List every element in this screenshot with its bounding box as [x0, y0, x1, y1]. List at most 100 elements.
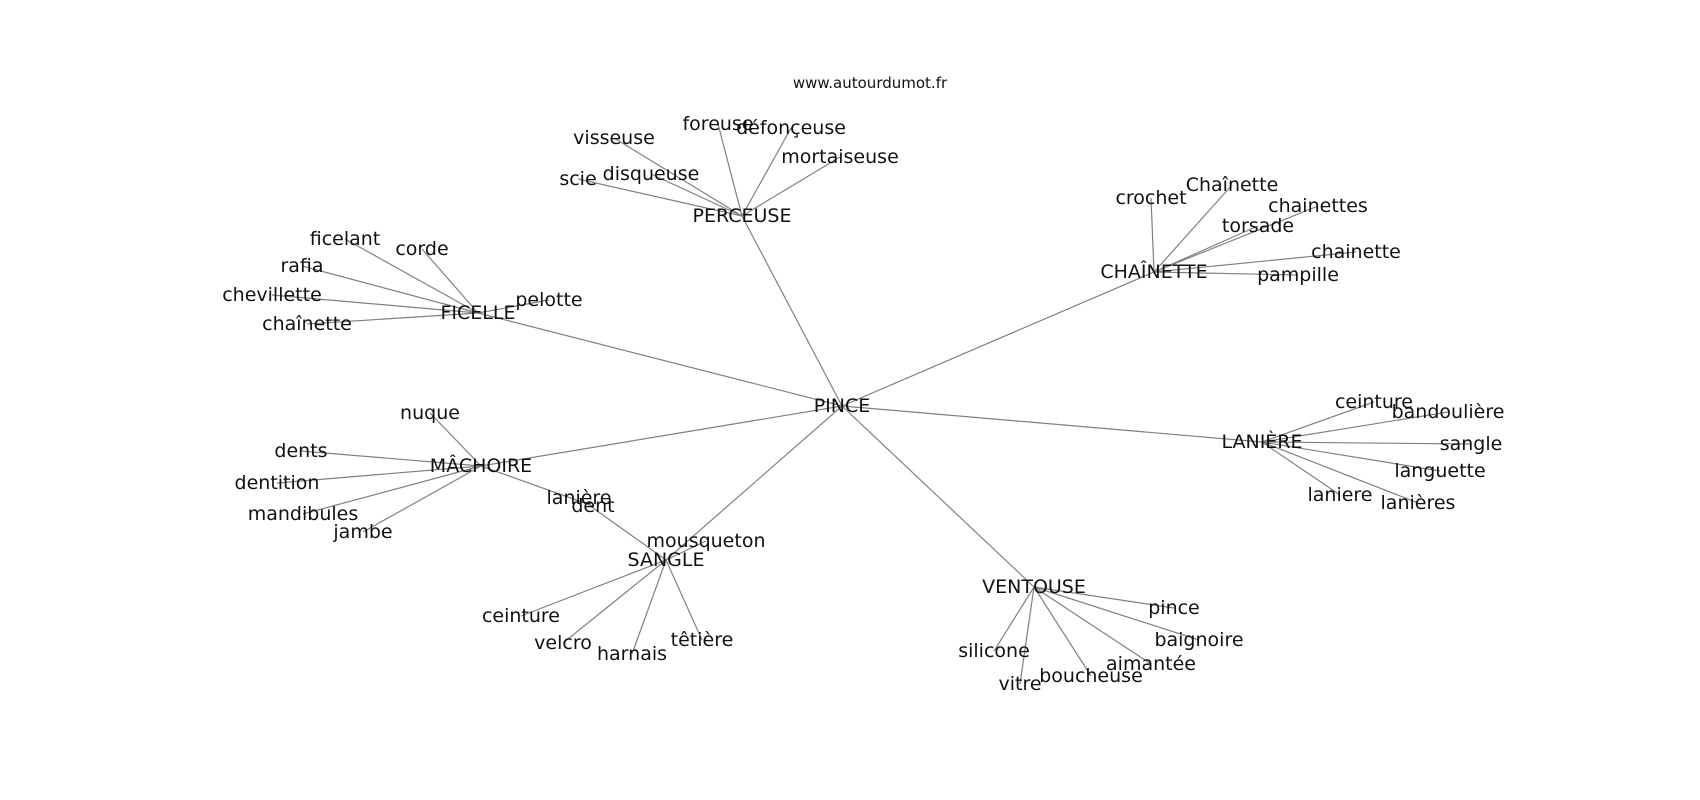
edge-chainette-word [1153, 271, 1299, 276]
graph-labels: www.autourdumot.fr PINCEPERCEUSEvisseuse… [222, 74, 1504, 695]
word-node-label: ceinture [482, 605, 560, 627]
word-node-label: visseuse [573, 127, 655, 149]
edge-machoire-word [300, 450, 482, 467]
hub-node-sangle: SANGLE [628, 549, 705, 571]
edge-perceuse-word [717, 123, 743, 217]
word-node-label: pelotte [515, 289, 582, 311]
edge-center-machoire [480, 405, 843, 467]
edge-machoire-word [480, 465, 594, 507]
edge-laniere-word [1261, 401, 1375, 443]
word-node-label: jambe [332, 521, 392, 543]
edge-machoire-word [429, 412, 482, 467]
edge-ficelle-word [477, 299, 550, 314]
edge-ventouse-word [1033, 586, 1200, 641]
word-node-label: têtière [671, 629, 734, 651]
word-node-label: chevillette [222, 284, 322, 306]
word-node-label: lanières [1381, 492, 1456, 514]
word-node-label: ficelant [310, 228, 381, 250]
edge-sangle-word [631, 559, 667, 655]
edge-ficelle-word [306, 312, 479, 325]
word-node-label: torsade [1222, 215, 1294, 237]
word-node-label: corde [395, 238, 448, 260]
word-node-label: aimantée [1106, 653, 1196, 675]
word-node-label: chainettes [1268, 195, 1368, 217]
word-node-label: dent [571, 495, 614, 517]
word-node-label: chainette [1311, 241, 1401, 263]
center-node-label: PINCE [814, 395, 871, 417]
edge-center-chainette [841, 271, 1155, 407]
site-url: www.autourdumot.fr [793, 74, 948, 92]
word-node-label: scie [559, 168, 596, 190]
edge-center-sangle [665, 405, 843, 561]
hub-node-ventouse: VENTOUSE [982, 576, 1086, 598]
edge-chainette-word [1150, 197, 1155, 273]
hub-node-ficelle: FICELLE [441, 302, 516, 324]
edge-laniere-word [1261, 441, 1472, 445]
edge-ventouse-word [1019, 586, 1035, 685]
edge-ventouse-word [1033, 586, 1175, 609]
edge-center-perceuse [741, 215, 843, 407]
word-node-label: chaînette [262, 313, 352, 335]
edge-perceuse-word [650, 173, 743, 217]
word-node-label: crochet [1115, 187, 1186, 209]
word-node-label: pince [1148, 597, 1200, 619]
word-node-label: lanière [546, 487, 611, 509]
word-node-label: laniere [1307, 484, 1372, 506]
edge-laniere-word [1261, 441, 1419, 504]
hub-node-chainette: CHAÎNETTE [1100, 260, 1207, 283]
edge-ficelle-word [344, 238, 479, 314]
word-node-label: défonçeuse [736, 117, 846, 139]
word-node-label: silicone [958, 640, 1030, 662]
hub-node-laniere: LANIÈRE [1221, 430, 1302, 453]
edge-sangle-word [578, 497, 667, 561]
word-node-label: mousqueton [647, 530, 766, 552]
edge-ficelle-word [421, 248, 479, 314]
edge-ficelle-word [301, 265, 479, 314]
word-node-label: boucheuse [1039, 665, 1143, 687]
edge-ventouse-word [993, 586, 1035, 652]
edge-ficelle-word [271, 294, 479, 314]
word-node-label: rafia [280, 255, 323, 277]
edge-ventouse-word [1033, 586, 1152, 665]
word-node-label: ceinture [1335, 391, 1413, 413]
edge-chainette-word [1153, 251, 1357, 273]
hub-node-machoire: MÂCHOIRE [430, 454, 532, 477]
edge-sangle-word [665, 559, 703, 641]
edge-machoire-word [276, 465, 482, 484]
edge-sangle-word [520, 559, 667, 617]
edge-ventouse-word [1033, 586, 1092, 677]
word-node-label: bandoulière [1392, 401, 1505, 423]
edge-chainette-word [1153, 184, 1233, 273]
edge-perceuse-word [741, 156, 841, 217]
edge-laniere-word [1261, 411, 1449, 443]
word-node-label: mandibules [248, 503, 359, 525]
word-node-label: foreuse [682, 113, 753, 135]
edge-laniere-word [1261, 441, 1441, 472]
word-node-label: dentition [235, 472, 320, 494]
word-node-label: mortaiseuse [781, 146, 899, 168]
edge-perceuse-word [613, 137, 743, 217]
edge-machoire-word [302, 465, 482, 515]
word-node-label: nuque [400, 402, 460, 424]
edge-perceuse-word [577, 178, 743, 217]
graph-edges [271, 123, 1472, 685]
edge-chainette-word [1153, 205, 1319, 273]
word-node-label: dents [274, 440, 327, 462]
edge-chainette-word [1153, 225, 1259, 273]
edge-perceuse-word [741, 127, 792, 217]
word-node-label: languette [1394, 460, 1485, 482]
edge-center-laniere [841, 405, 1263, 443]
edge-laniere-word [1261, 441, 1341, 496]
edge-center-ficelle [477, 312, 843, 407]
word-node-label: sangle [1440, 433, 1503, 455]
word-node-label: disqueuse [603, 163, 700, 185]
word-node-label: pampille [1257, 264, 1339, 286]
edge-sangle-word [562, 559, 667, 644]
edge-machoire-word [362, 465, 482, 533]
edge-center-ventouse [841, 405, 1035, 588]
edge-sangle-word [665, 540, 707, 561]
word-node-label: velcro [534, 632, 592, 654]
word-node-label: vitre [998, 673, 1041, 695]
word-node-label: harnais [597, 643, 667, 665]
